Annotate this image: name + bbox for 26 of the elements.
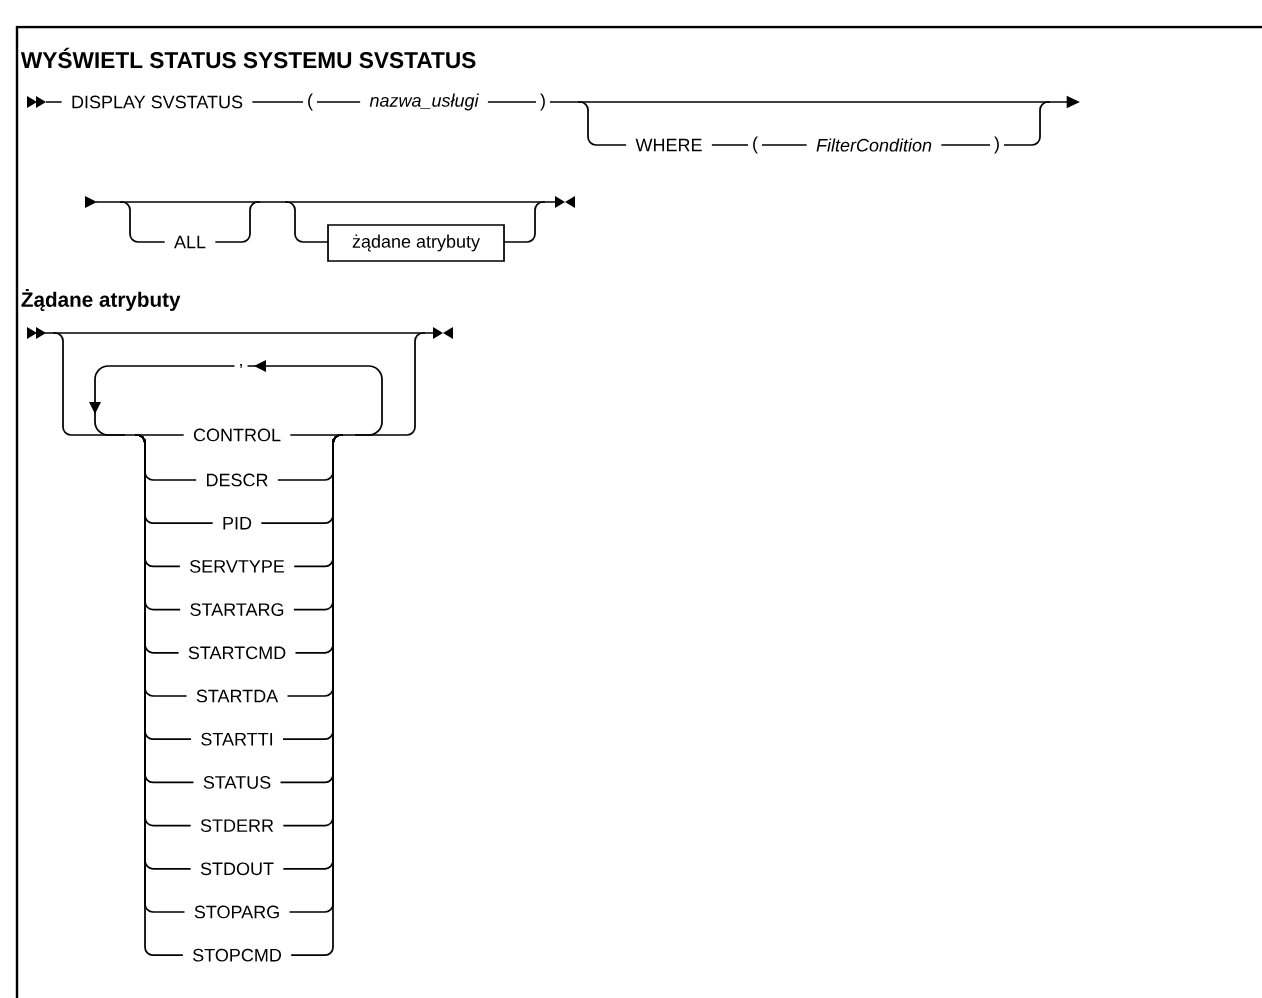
keyword: STARTARG xyxy=(180,600,294,619)
heading: Żądane atrybuty xyxy=(21,289,181,311)
keyword: STARTDA xyxy=(186,686,288,706)
keyword: PID xyxy=(212,514,262,533)
parenthesis: ( xyxy=(748,133,762,157)
parenthesis: ) xyxy=(990,133,1004,157)
keyword: WHERE xyxy=(626,136,712,154)
parenthesis: ) xyxy=(536,90,550,114)
title: WYŚWIETL STATUS SYSTEMU SVSTATUS xyxy=(20,47,476,69)
keyword: STATUS xyxy=(193,773,281,792)
parameter: FilterCondition xyxy=(806,135,942,155)
keyword: STARTCMD xyxy=(178,643,296,662)
parenthesis: ( xyxy=(303,90,317,114)
separator: , xyxy=(234,361,248,371)
keyword: STDERR xyxy=(190,816,284,835)
keyword: CONTROL xyxy=(183,425,291,445)
keyword: STOPARG xyxy=(184,902,290,922)
keyword: DESCR xyxy=(196,470,278,490)
keyword: STOPCMD xyxy=(182,946,292,965)
keyword: STDOUT xyxy=(190,859,284,878)
keyword: STARTTI xyxy=(191,730,283,749)
keyword: DISPLAY SVSTATUS xyxy=(61,92,253,112)
keyword: SERVTYPE xyxy=(179,557,295,576)
keyword: ALL xyxy=(164,233,216,251)
parameter: nazwa_usługi xyxy=(360,90,488,114)
syntax-box: żądane atrybuty xyxy=(327,224,505,262)
